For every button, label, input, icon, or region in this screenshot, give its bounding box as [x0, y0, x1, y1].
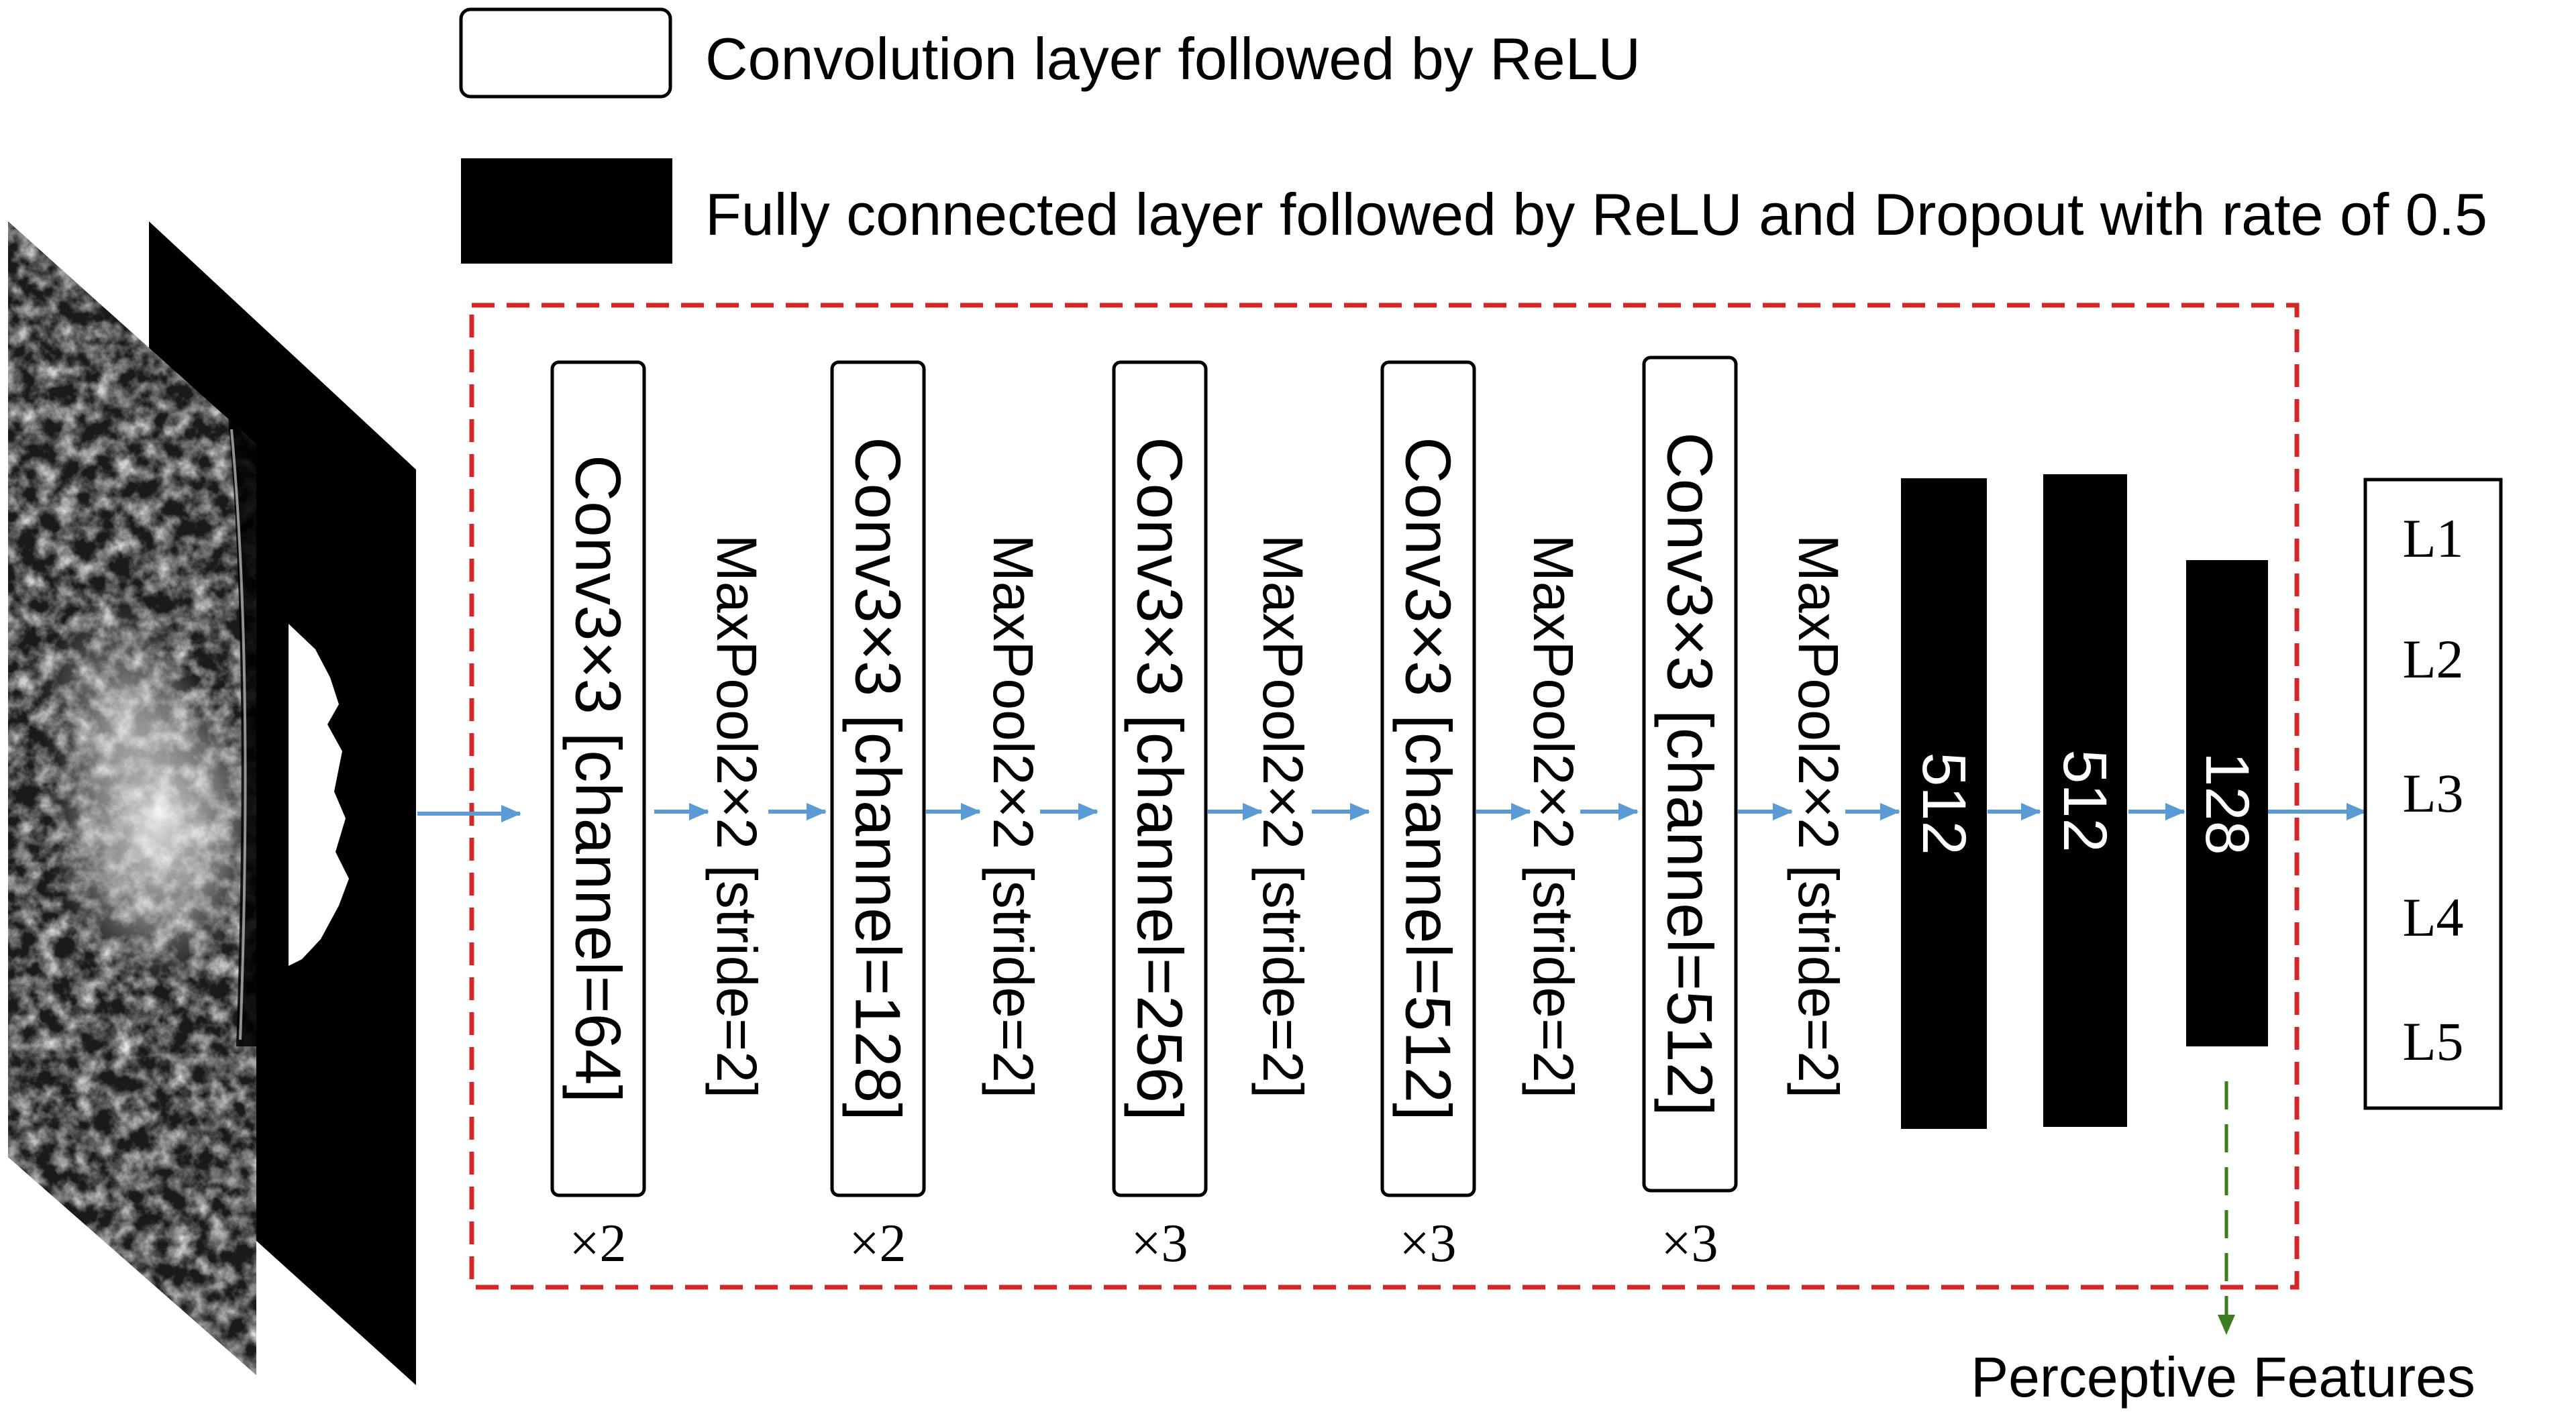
repeat-count: ×3	[1131, 1214, 1188, 1273]
conv-block-5: Conv3×3 [channel=512] ×3	[1642, 356, 1738, 1273]
conv-block-3: Conv3×3 [channel=256] ×3	[1112, 360, 1208, 1273]
conv-box	[1642, 356, 1738, 1193]
maxpool-label-3: MaxPool2×2 [stride=2]	[1251, 535, 1315, 1099]
conv-label: Conv3×3 [channel=512]	[1654, 432, 1726, 1115]
fc-label: 512	[1910, 752, 1978, 855]
conv-box	[1112, 360, 1208, 1197]
conv-label: Conv3×3 [channel=64]	[562, 455, 634, 1103]
conv-box	[830, 360, 926, 1197]
legend-fc-swatch	[461, 158, 672, 264]
fc-label: 512	[2051, 749, 2119, 853]
output-classes: L1 L2 L3 L4 L5	[2363, 478, 2503, 1110]
maxpool-label-1: MaxPool2×2 [stride=2]	[705, 535, 768, 1099]
conv-label: Conv3×3 [channel=512]	[1392, 437, 1464, 1120]
legend-conv-swatch	[459, 7, 672, 99]
output-label-l4: L4	[2402, 887, 2463, 948]
fc-label: 128	[2193, 752, 2261, 855]
legend-fc-label: Fully connected layer followed by ReLU a…	[705, 181, 2487, 248]
maxpool-label-5: MaxPool2×2 [stride=2]	[1787, 535, 1850, 1099]
output-label-l2: L2	[2402, 629, 2463, 690]
fc-layer-1: 512	[1901, 478, 1987, 1129]
perceptive-features-label: Perceptive Features	[1971, 1346, 2475, 1409]
output-label-l1: L1	[2402, 508, 2463, 569]
legend: Convolution layer followed by ReLU Fully…	[459, 7, 2487, 264]
conv-box	[1380, 360, 1476, 1197]
conv-label: Conv3×3 [channel=128]	[842, 437, 914, 1120]
network-dashed-boundary	[469, 303, 2300, 1290]
fc-layer-3: 128	[2186, 560, 2268, 1046]
conv-block-4: Conv3×3 [channel=512] ×3	[1380, 360, 1476, 1273]
conv-block-1: Conv3×3 [channel=64] ×2	[550, 360, 646, 1273]
conv-block-2: Conv3×3 [channel=128] ×2	[830, 360, 926, 1273]
input-mammogram-image	[8, 221, 256, 1375]
repeat-count: ×2	[569, 1214, 626, 1273]
output-label-l3: L3	[2402, 763, 2463, 824]
maxpool-label-4: MaxPool2×2 [stride=2]	[1522, 535, 1585, 1099]
repeat-count: ×2	[849, 1214, 906, 1273]
flow-arrows	[417, 803, 2367, 822]
maxpool-labels: MaxPool2×2 [stride=2] MaxPool2×2 [stride…	[705, 535, 1850, 1099]
repeat-count: ×3	[1399, 1214, 1456, 1273]
legend-conv-label: Convolution layer followed by ReLU	[705, 25, 1641, 92]
output-label-l5: L5	[2402, 1011, 2463, 1072]
output-box	[2363, 478, 2503, 1110]
fc-layer-2: 512	[2043, 474, 2127, 1127]
conv-box	[550, 360, 646, 1197]
maxpool-label-2: MaxPool2×2 [stride=2]	[982, 535, 1045, 1099]
repeat-count: ×3	[1661, 1214, 1718, 1273]
conv-label: Conv3×3 [channel=256]	[1124, 437, 1196, 1120]
